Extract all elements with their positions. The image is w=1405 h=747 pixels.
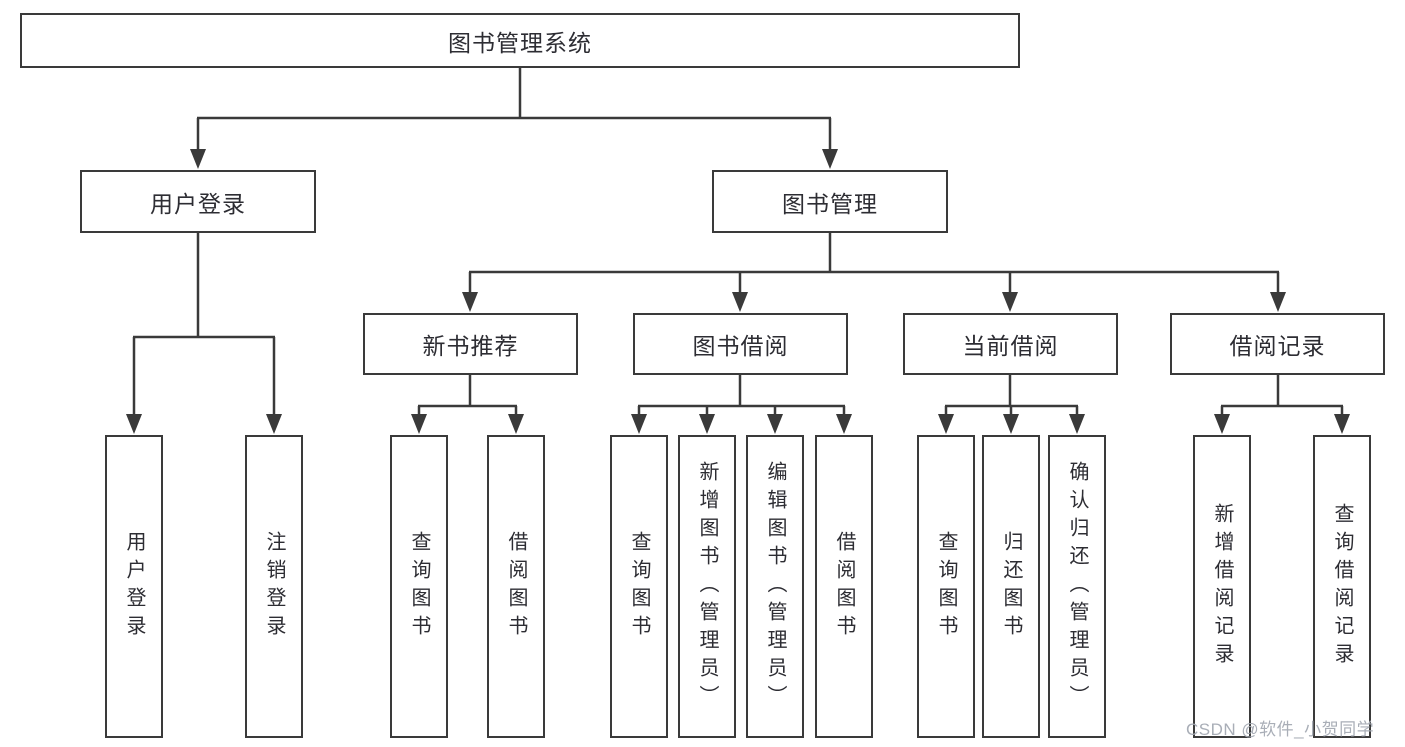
- node-borrowing-records-label: 借阅记录: [1229, 333, 1326, 359]
- connector-current-borrowing-children: [938, 375, 1085, 434]
- leaf-query-books-recommend-label: 查询图书: [408, 530, 430, 643]
- leaf-borrow-books-borrowing: 借阅图书: [815, 435, 873, 738]
- connector-book-management-children: [462, 233, 1286, 312]
- leaf-borrow-books-borrowing-label: 借阅图书: [833, 530, 855, 643]
- leaf-edit-book-admin: 编辑图书（管理员）: [746, 435, 804, 738]
- node-new-book-recommend-label: 新书推荐: [422, 333, 519, 359]
- leaf-query-borrow-record-label: 查询借阅记录: [1331, 502, 1353, 671]
- leaf-add-book-admin-label: 新增图书（管理员）: [696, 460, 718, 713]
- node-user-login-label: 用户登录: [150, 190, 246, 217]
- leaf-logout: 注销登录: [245, 435, 303, 738]
- leaf-borrow-books-recommend-label: 借阅图书: [505, 530, 527, 643]
- leaf-query-borrow-record: 查询借阅记录: [1313, 435, 1371, 738]
- leaf-borrow-books-recommend: 借阅图书: [487, 435, 545, 738]
- node-book-borrowing-label: 图书借阅: [692, 333, 789, 359]
- node-book-management: 图书管理: [712, 170, 948, 233]
- leaf-return-books-label: 归还图书: [1000, 530, 1022, 643]
- leaf-user-login: 用户登录: [105, 435, 163, 738]
- leaf-add-borrow-record-label: 新增借阅记录: [1211, 502, 1233, 671]
- connector-user-login-children: [126, 233, 282, 434]
- node-book-borrowing: 图书借阅: [633, 313, 848, 375]
- connector-borrowing-records-children: [1214, 375, 1350, 434]
- connector-new-book-recommend-children: [411, 375, 524, 434]
- connector-book-borrowing-children: [631, 375, 852, 434]
- node-book-management-label: 图书管理: [782, 190, 878, 217]
- leaf-query-books-current-label: 查询图书: [935, 530, 957, 643]
- connector-root-to-level1: [190, 68, 838, 169]
- node-current-borrowing-label: 当前借阅: [962, 333, 1059, 359]
- leaf-user-login-label: 用户登录: [123, 530, 145, 643]
- leaf-edit-book-admin-label: 编辑图书（管理员）: [764, 460, 786, 713]
- leaf-add-book-admin: 新增图书（管理员）: [678, 435, 736, 738]
- node-user-login: 用户登录: [80, 170, 316, 233]
- node-borrowing-records: 借阅记录: [1170, 313, 1385, 375]
- watermark: CSDN @软件_小贺同学: [1186, 720, 1375, 739]
- leaf-query-books-borrowing-label: 查询图书: [628, 530, 650, 643]
- node-current-borrowing: 当前借阅: [903, 313, 1118, 375]
- leaf-logout-label: 注销登录: [263, 530, 285, 643]
- leaf-query-books-current: 查询图书: [917, 435, 975, 738]
- leaf-query-books-borrowing: 查询图书: [610, 435, 668, 738]
- leaf-return-books: 归还图书: [982, 435, 1040, 738]
- node-root-label: 图书管理系统: [448, 29, 592, 56]
- node-root: 图书管理系统: [20, 13, 1020, 68]
- leaf-add-borrow-record: 新增借阅记录: [1193, 435, 1251, 738]
- leaf-confirm-return-admin: 确认归还（管理员）: [1048, 435, 1106, 738]
- node-new-book-recommend: 新书推荐: [363, 313, 578, 375]
- leaf-confirm-return-admin-label: 确认归还（管理员）: [1066, 460, 1088, 713]
- leaf-query-books-recommend: 查询图书: [390, 435, 448, 738]
